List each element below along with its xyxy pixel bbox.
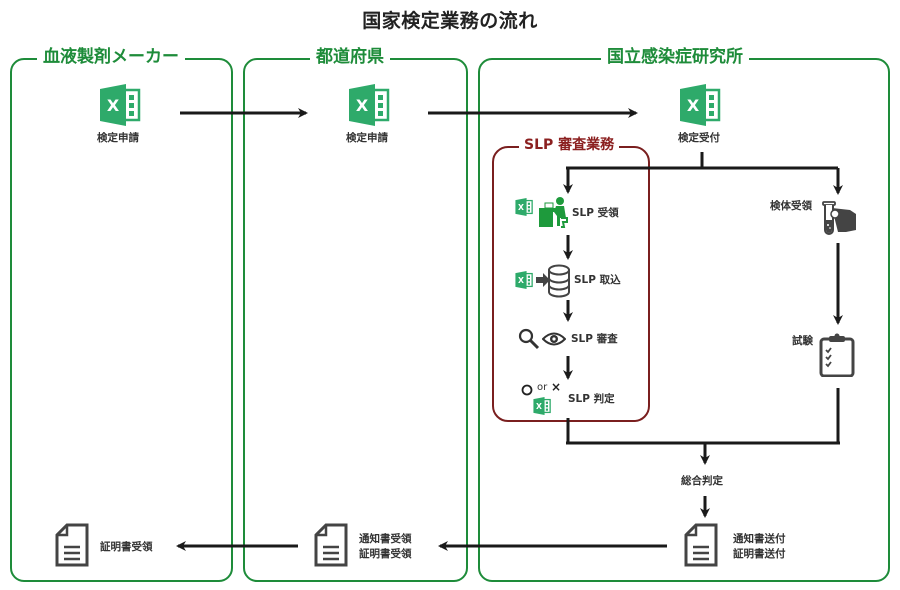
label-specimen-reception: 検体受領 bbox=[770, 200, 812, 212]
label-certificate-send-line2: 証明書送付 bbox=[733, 548, 786, 560]
import-arrow-icon bbox=[536, 273, 550, 287]
diagram-title: 国家検定業務の流れ bbox=[362, 10, 538, 32]
label-slp-review: SLP 審査 bbox=[571, 333, 618, 345]
small-excel-icon: X bbox=[515, 271, 533, 289]
or-text: or bbox=[537, 382, 548, 393]
panel-title-prefecture: 都道府県 bbox=[310, 46, 390, 68]
svg-text:X: X bbox=[518, 276, 524, 285]
label-notice-receive-line1: 通知書受領 bbox=[359, 533, 412, 545]
test-tube-in-hand-icon bbox=[822, 201, 856, 235]
slp-review-title: SLP 審査業務 bbox=[519, 136, 620, 154]
label-certificate-receive-line2: 証明書受領 bbox=[359, 548, 412, 560]
svg-text:X: X bbox=[687, 96, 700, 115]
label-overall-judgement: 総合判定 bbox=[681, 475, 723, 487]
label-application-prefecture: 検定申請 bbox=[346, 132, 388, 144]
label-reception-niid: 検定受付 bbox=[678, 132, 720, 144]
excel-icon: X bbox=[100, 84, 141, 126]
label-slp-receive: SLP 受領 bbox=[572, 207, 619, 219]
svg-text:X: X bbox=[107, 96, 120, 115]
panel-title-niid: 国立感染症研究所 bbox=[601, 46, 749, 68]
label-notice-send-line1: 通知書送付 bbox=[733, 533, 786, 545]
excel-icon: X bbox=[349, 84, 390, 126]
label-slp-import: SLP 取込 bbox=[574, 274, 621, 286]
database-icon bbox=[548, 264, 570, 298]
magnifier-icon bbox=[518, 328, 540, 350]
label-application-manufacturer: 検定申請 bbox=[97, 132, 139, 144]
small-excel-icon: X bbox=[515, 198, 533, 216]
label-test: 試験 bbox=[792, 335, 813, 347]
svg-text:X: X bbox=[536, 402, 542, 411]
cross-mark-icon: × bbox=[551, 380, 562, 394]
small-excel-icon: X bbox=[533, 397, 551, 415]
label-slp-judgement: SLP 判定 bbox=[568, 393, 615, 405]
document-icon bbox=[684, 523, 718, 567]
label-notice-receive: 通知書受領 証明書受領 bbox=[359, 532, 412, 562]
svg-text:X: X bbox=[518, 203, 524, 212]
label-notice-send: 通知書送付 証明書送付 bbox=[733, 532, 786, 562]
person-at-desk-icon bbox=[539, 197, 568, 228]
clipboard-checklist-icon bbox=[819, 333, 855, 377]
document-icon bbox=[55, 523, 89, 567]
label-certificate-receive-manufacturer: 証明書受領 bbox=[100, 541, 153, 553]
svg-text:X: X bbox=[356, 96, 369, 115]
circle-mark-icon bbox=[521, 384, 533, 396]
eye-icon bbox=[542, 332, 566, 346]
document-icon bbox=[314, 523, 348, 567]
panel-title-manufacturer: 血液製剤メーカー bbox=[37, 46, 185, 68]
excel-icon: X bbox=[680, 84, 721, 126]
